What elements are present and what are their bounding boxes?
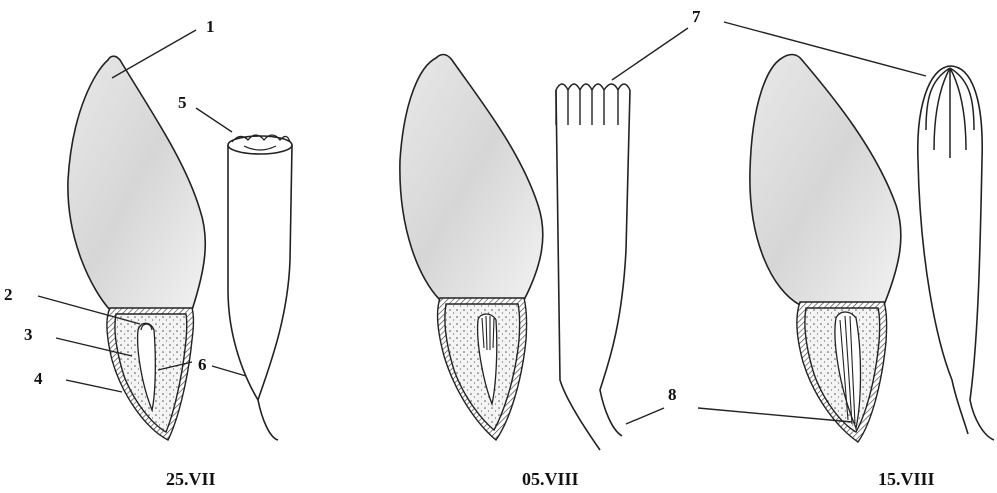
label-7: 7: [692, 7, 701, 26]
pointer-6b: [212, 366, 246, 376]
stalk-tube-2: [556, 90, 630, 450]
pointer-5: [196, 108, 232, 132]
panel-15-viii: 15.VIII: [698, 22, 994, 489]
label-8: 8: [668, 385, 677, 404]
date-label-3: 15.VIII: [878, 469, 935, 489]
label-4: 4: [34, 369, 43, 388]
date-label-1: 25.VII: [166, 469, 216, 489]
pointer-1: [112, 30, 196, 78]
pointer-7: [612, 28, 688, 80]
date-label-2: 05.VIII: [522, 469, 579, 489]
stalk-rim-1: [228, 136, 292, 154]
pointer-7b: [724, 22, 926, 76]
seed-body-3: [750, 55, 901, 306]
seed-body-2: [400, 55, 543, 301]
label-1: 1: [206, 17, 215, 36]
label-3: 3: [24, 325, 33, 344]
label-6: 6: [198, 355, 207, 374]
label-2: 2: [4, 285, 13, 304]
stalk-crown-2: [556, 84, 630, 125]
pointer-4: [66, 380, 122, 392]
panel-05-viii: 7 8 05.VIII: [400, 7, 701, 489]
stalk-tube-1: [228, 145, 292, 440]
stalk-tube-3: [918, 66, 994, 440]
pointer-8: [626, 408, 664, 424]
label-5: 5: [178, 93, 187, 112]
stalk-veins-3: [926, 68, 974, 158]
panel-25-vii: 1 5 2 3 4 6 25.VII: [4, 17, 292, 489]
